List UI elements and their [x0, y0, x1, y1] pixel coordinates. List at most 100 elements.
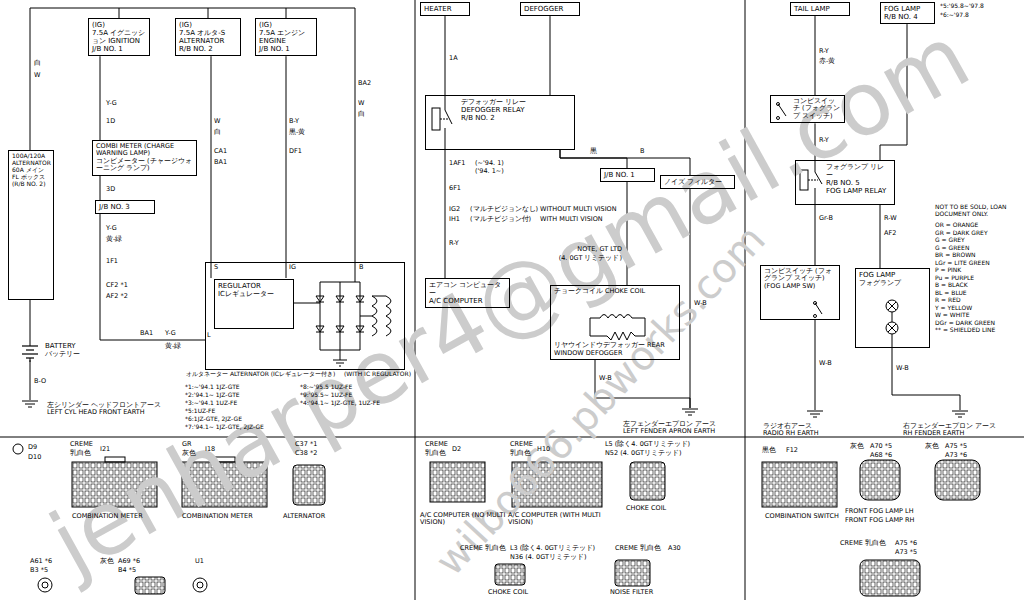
node-text: R/B NO. 2 [461, 114, 571, 122]
wire-label: CA1 [214, 148, 227, 155]
wire-label: 白 [34, 60, 41, 67]
junction-block: J/B NO. 1 [600, 168, 655, 182]
node-text: バッテリー [45, 350, 87, 358]
connector-label: C38 *2 [295, 450, 317, 457]
wire-label: ('94. 1~) [475, 168, 504, 175]
connector-label: L5 (除く4. 0GTリミテッド) [605, 441, 690, 448]
battery-symbol [22, 345, 38, 346]
ground-symbol [807, 411, 823, 417]
connector-label: FRONT FOG LAMP RH [845, 517, 914, 524]
lamp-symbol [892, 312, 893, 347]
connector-label: 乳白色 [425, 450, 446, 457]
wire-label: 黄-緑 [106, 236, 122, 243]
connector-label: A73 *5 [895, 549, 917, 556]
node-text: A/C COMPUTER [429, 297, 506, 305]
connector-label: A/C COMPUTER (WITH MULTI VISION) [508, 512, 608, 526]
connector-face [38, 578, 52, 592]
node-text: R/B NO. 5 [826, 179, 891, 187]
connector-face [935, 460, 980, 500]
connector-label: 乳白色 [640, 545, 661, 552]
node-text: RH FENDER EARTH [903, 430, 1012, 437]
wire-label: (マルチビジョン付) [470, 216, 531, 223]
connector-label: D2 [452, 446, 461, 453]
wire [286, 56, 287, 262]
connector-label: A73 *6 [945, 452, 967, 459]
wire-label: WITHOUT MULTI VISION [540, 206, 617, 213]
wire-label: 1F1 [106, 258, 118, 265]
wire-label: Gr-B [819, 215, 833, 222]
connector-label: D10 [28, 454, 41, 461]
connector-label: I21 [100, 446, 110, 453]
connector-label: D9 [28, 444, 37, 451]
node-text: R/B NO. 4 [884, 13, 931, 21]
node-text: (WITH IC REGULATOR) [344, 371, 411, 378]
document-note: NOT TO BE SOLD, LOAN DOCUMENT ONLY. [935, 204, 1020, 217]
wire-label: W [214, 118, 220, 125]
wire-label: 1AF1 [449, 160, 465, 167]
wire-label: 黄-緑 [165, 343, 181, 350]
wire [30, 8, 355, 262]
node-text: ノイズ フィルター [664, 178, 731, 186]
lamp-symbol [886, 300, 898, 312]
connector-label: ALTERNATOR [283, 513, 325, 520]
wire-label: (~'94. 1) [475, 160, 504, 167]
connector-label: B3 *5 [30, 567, 48, 574]
wire [550, 16, 551, 95]
connector-label: A70 *5 [870, 443, 892, 450]
color-code: Pu = PURPLE [935, 275, 974, 282]
node-text: DEFOGGER [524, 5, 576, 13]
connector-label: A75 *5 [945, 443, 967, 450]
connector-label: CREME [615, 545, 638, 552]
wire-label: 1D [106, 118, 115, 125]
wire-label: 黒 [590, 148, 597, 155]
connector-label: A30 [668, 545, 681, 552]
connector-label: CREME [70, 441, 93, 448]
node-text: エアコン コンピューター [429, 281, 506, 297]
footnote: *8:~'95.5 1UZ-FE [300, 384, 352, 391]
wire-label: 黒-黄 [289, 129, 305, 136]
node-text: BATTERY [45, 342, 87, 350]
connector-face [762, 462, 837, 507]
wire-label: W-B [896, 365, 909, 372]
node-text: デフォッガー リレー [461, 98, 571, 106]
node-text: FOG LAMP RELAY [826, 187, 891, 195]
wire-label: WITH MULTI VISION [540, 216, 603, 223]
node-text: 右フェンダーエプロン アース [903, 423, 1012, 430]
wire [892, 348, 960, 410]
connector-label: F12 [786, 447, 798, 454]
switch-symbol [815, 303, 822, 314]
lamp-symbol [886, 322, 898, 334]
defogger-circuit: チョークコイル CHOKE COILリヤウインドウデフォッガー REAR WIN… [550, 285, 680, 360]
wire [30, 340, 31, 362]
wire-label: IG2 [449, 206, 460, 213]
caption-row: オルタネーター ALTERNATOR (ICレギュレーター付き) (WITH IC… [186, 371, 411, 378]
color-code: R = RED [935, 297, 961, 304]
wire-label: S [214, 264, 218, 271]
wire-label: CF2 *1 [106, 282, 128, 289]
node-text: オルタネーター ALTERNATOR (ICレギュレーター付き) [186, 371, 335, 378]
connector-label: COMBINATION METER [72, 513, 143, 520]
fuse-box: DEFOGGER [520, 2, 580, 16]
connector-label: CREME [510, 441, 533, 448]
wire-label: B [359, 264, 363, 271]
color-code: BR = BROWN [935, 252, 976, 259]
wire-label: AF2 [884, 230, 896, 237]
connector-label: B4 *5 [118, 567, 136, 574]
node-text: フォグランプ [859, 279, 926, 287]
wire [815, 320, 816, 410]
connector-face [630, 462, 665, 500]
ground-symbol [22, 401, 38, 407]
wire-label: (マルチビジョンなし) [470, 206, 538, 213]
footnote: *9:'95.5~ 1UZ-FE [300, 392, 352, 399]
wire-label: (4. 0GT リミテッド) [559, 255, 622, 262]
node-text: (IG) [92, 21, 146, 29]
node-text: R/B NO. 2 [179, 45, 237, 53]
footnote: *3:~'94.1 1UZ-FE [185, 400, 237, 407]
node-text: TAIL LAMP [794, 5, 846, 13]
ground-symbol [682, 409, 698, 415]
connector-label: 乳白色 [510, 450, 531, 457]
color-code: B = BLACK [935, 282, 968, 289]
node-text: RADIO RH EARTH [763, 430, 847, 437]
junction-block: J/B NO. 3 [95, 200, 155, 214]
battery-symbol [22, 353, 38, 354]
